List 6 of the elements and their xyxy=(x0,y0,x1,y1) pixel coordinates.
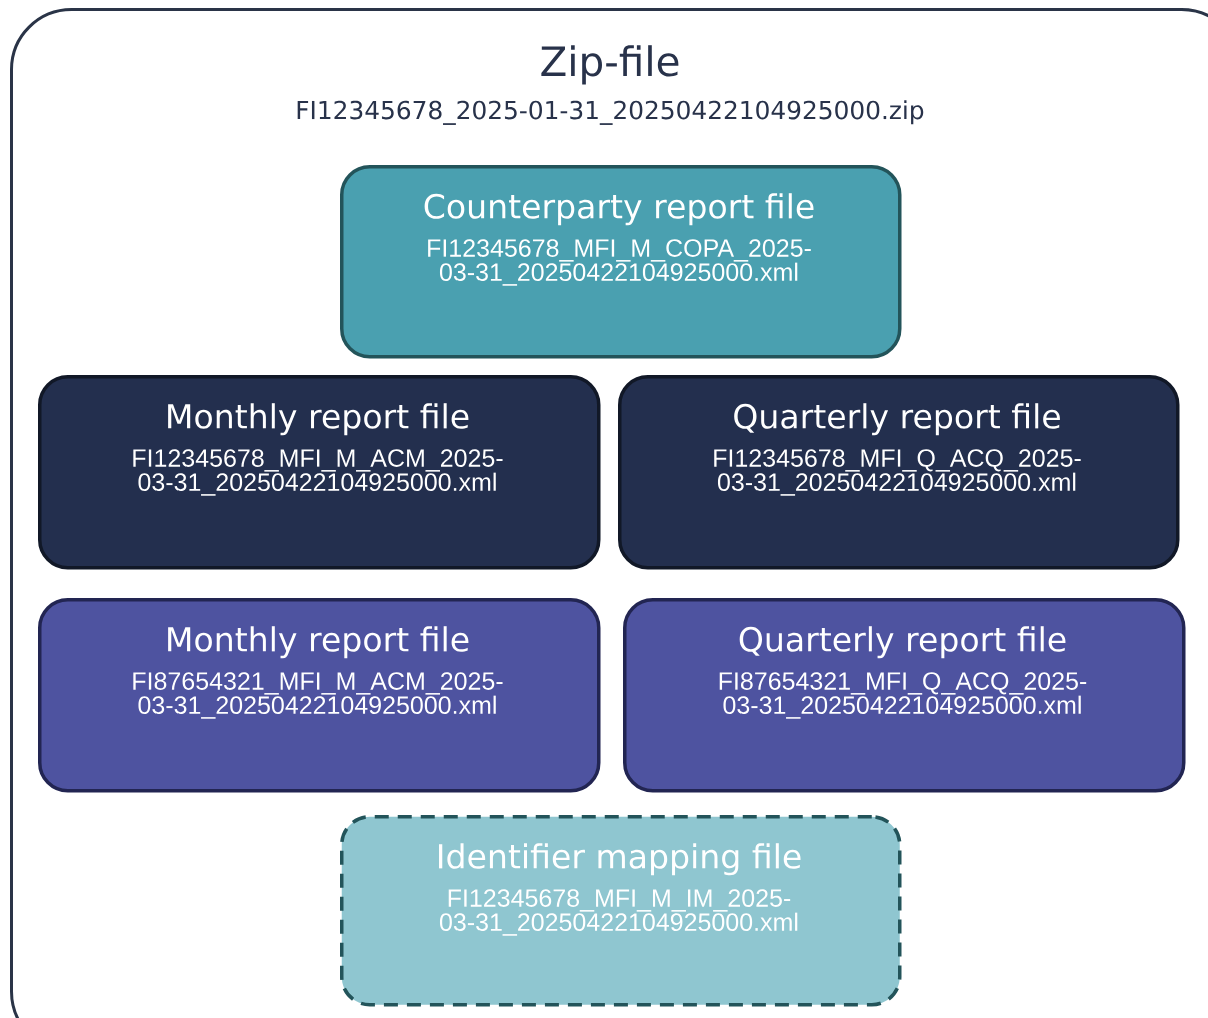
file-box: Counterparty report file FI12345678_MFI_M_COPA_2025-03-31_20250422104925000.xml xyxy=(340,165,902,359)
file-box: Monthly report file FI12345678_MFI_M_ACM_2025-03-31_20250422104925000.xml xyxy=(38,375,601,570)
file-box: Monthly report file FI87654321_MFI_M_ACM_2025-03-31_20250422104925000.xml xyxy=(38,598,601,793)
file-box: Quarterly report file FI87654321_MFI_Q_ACQ_2025-03-31_20250422104925000.xml xyxy=(623,598,1186,793)
file-box: Identifier mapping file FI12345678_MFI_M_IM_2025-03-31_20250422104925000.xml xyxy=(340,815,902,1007)
file-box: Quarterly report file FI12345678_MFI_Q_ACQ_2025-03-31_20250422104925000.xml xyxy=(618,375,1180,570)
